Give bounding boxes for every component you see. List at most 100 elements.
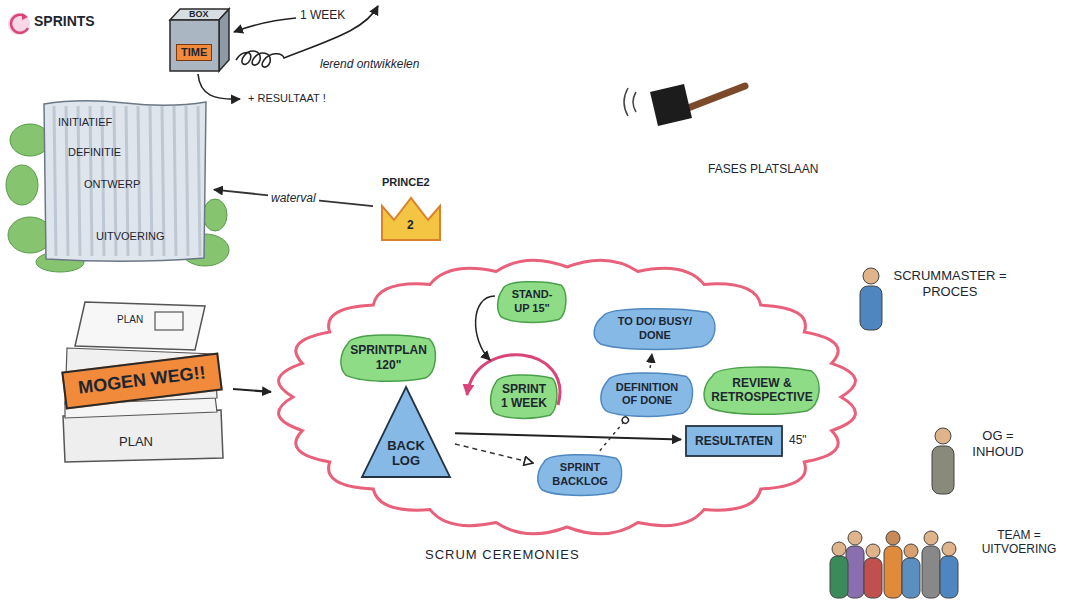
role-caption: TEAM = UITVOERING (973, 528, 1065, 557)
connector (650, 354, 652, 368)
time-box-outline (170, 20, 219, 71)
connector (214, 190, 373, 206)
waterfall-sheet: INITIATIEFDEFINITIEONTWERPUITVOERING (40, 98, 210, 263)
scrum-cloud-outline (275, 255, 865, 575)
week-arrow (198, 74, 240, 99)
plan-stack-outline (75, 302, 205, 350)
text-wrap: BACK LOG (383, 438, 429, 469)
edge-label: waterval (268, 191, 319, 205)
done-definition-blob: DEFINITION OF DONE (600, 371, 694, 417)
standup-blob-outline (498, 282, 566, 323)
waterfall-sheet-outline (44, 101, 206, 262)
text-wrap: TO DO/ BUSY/ DONE (601, 315, 709, 341)
node-text: 45" (789, 433, 807, 447)
backlog-triangle-outline (362, 387, 450, 477)
prince2-crown: PRINCE2 2 (376, 176, 446, 244)
team-figures (830, 531, 958, 598)
node-text: DEFINITION OF DONE (608, 381, 686, 407)
waterfall-sheet-outline (66, 106, 68, 256)
text-wrap: REVIEW & RETROSPECTIVE (711, 376, 813, 405)
waterfall-sheet-outline (174, 106, 176, 256)
node-text: SPRINT BACKLOG (545, 461, 615, 487)
hammer (650, 84, 692, 126)
waterfall-sheet-outline (54, 106, 56, 256)
team-figures (922, 546, 940, 598)
node-text: DEFINITIE (68, 146, 121, 159)
duration-note: 1 WEEK (300, 8, 345, 22)
owner-figure (935, 428, 951, 444)
plan-stack: PLANMOGEN WEG!!PLAN (55, 298, 230, 466)
sprint-blob-outline (491, 375, 557, 418)
heading-note: SPRINTS (34, 13, 95, 30)
plan-stack-outline (155, 312, 183, 330)
cycle-icon (22, 13, 28, 20)
team-figures (830, 556, 848, 598)
time-box-outline (219, 9, 229, 71)
node-text: RESULTATEN (695, 434, 773, 448)
status-blob: TO DO/ BUSY/ DONE (593, 307, 717, 350)
node-text: BACK LOG (383, 438, 429, 469)
scrum-cloud: SCRUM CEREMONIESSPRINTPLAN 120"BACK LOGS… (275, 255, 865, 575)
team-figures (884, 546, 902, 598)
text-wrap: DEFINITION OF DONE (608, 381, 686, 407)
node-text: SPRINTPLAN 120" (350, 343, 427, 372)
scrummaster-figure (860, 268, 882, 330)
sprintplan-blob: SPRINTPLAN 120" (340, 333, 437, 382)
role-caption: OG = INHOUD (962, 428, 1034, 459)
text-wrap: SPRINT BACKLOG (545, 461, 615, 487)
team-figures (866, 544, 880, 558)
review-blob-outline (704, 367, 819, 414)
team-figures (864, 558, 882, 598)
sprint-loop (476, 296, 495, 360)
team-figures (886, 531, 900, 545)
connector (233, 389, 271, 392)
hammer-caption: FASES PLATSLAAN (708, 162, 819, 176)
role-caption: SCRUMMASTER = PROCES (893, 268, 1007, 299)
node-text: PLAN (117, 314, 143, 326)
team-figures (904, 544, 918, 558)
team-figures (924, 531, 938, 545)
scrum-cloud-outline (279, 260, 856, 534)
result-box-outline (686, 426, 782, 456)
sprint-backlog-blob-outline (538, 455, 622, 496)
cycle-icon (8, 13, 30, 35)
review-blob: REVIEW & RETROSPECTIVE (703, 365, 821, 415)
node-text: SPRINT 1 WEEK (498, 382, 550, 411)
status-blob-outline (594, 309, 715, 350)
week-arrow (234, 18, 296, 32)
text-wrap: STAND-UP 15" (505, 288, 559, 314)
result-box: RESULTATEN45" (685, 425, 783, 457)
team-figures (848, 531, 862, 545)
sprint-blob: SPRINT 1 WEEK (490, 373, 558, 419)
team-figures (902, 558, 920, 598)
team-figures (832, 542, 846, 556)
backlog-triangle: BACK LOG (360, 385, 452, 479)
text-wrap: SPRINT 1 WEEK (498, 382, 550, 411)
sprintplan-blob-outline (341, 335, 436, 381)
scrummaster-figure (860, 286, 882, 330)
standup-blob: STAND-UP 15" (497, 280, 567, 323)
node-text: UITVOERING (96, 230, 164, 243)
scrummaster-figure (863, 268, 879, 284)
week-arrow (198, 6, 378, 99)
node-text: STAND-UP 15" (505, 288, 559, 314)
cycle-icon (8, 13, 30, 35)
connector (600, 420, 625, 451)
node-text: INITIATIEF (58, 116, 112, 129)
waterfall-sheet-outline (198, 106, 200, 256)
time-box: BOXTIME (170, 8, 230, 72)
done-definition-blob-outline (601, 373, 693, 416)
team-figures (846, 546, 864, 598)
prince2-crown-outline (382, 198, 440, 240)
team-figures (942, 542, 956, 556)
bushes (6, 165, 38, 205)
team-figures (940, 556, 958, 598)
node-text: PLAN (119, 434, 153, 450)
node-text: REVIEW & RETROSPECTIVE (711, 376, 813, 405)
node-text: PRINCE2 (382, 176, 430, 189)
waterfall-sheet-outline (78, 106, 80, 256)
hammer (624, 84, 745, 126)
hammer (624, 88, 636, 116)
text-wrap: RESULTATEN (695, 434, 773, 448)
node-text: 2 (407, 218, 414, 232)
